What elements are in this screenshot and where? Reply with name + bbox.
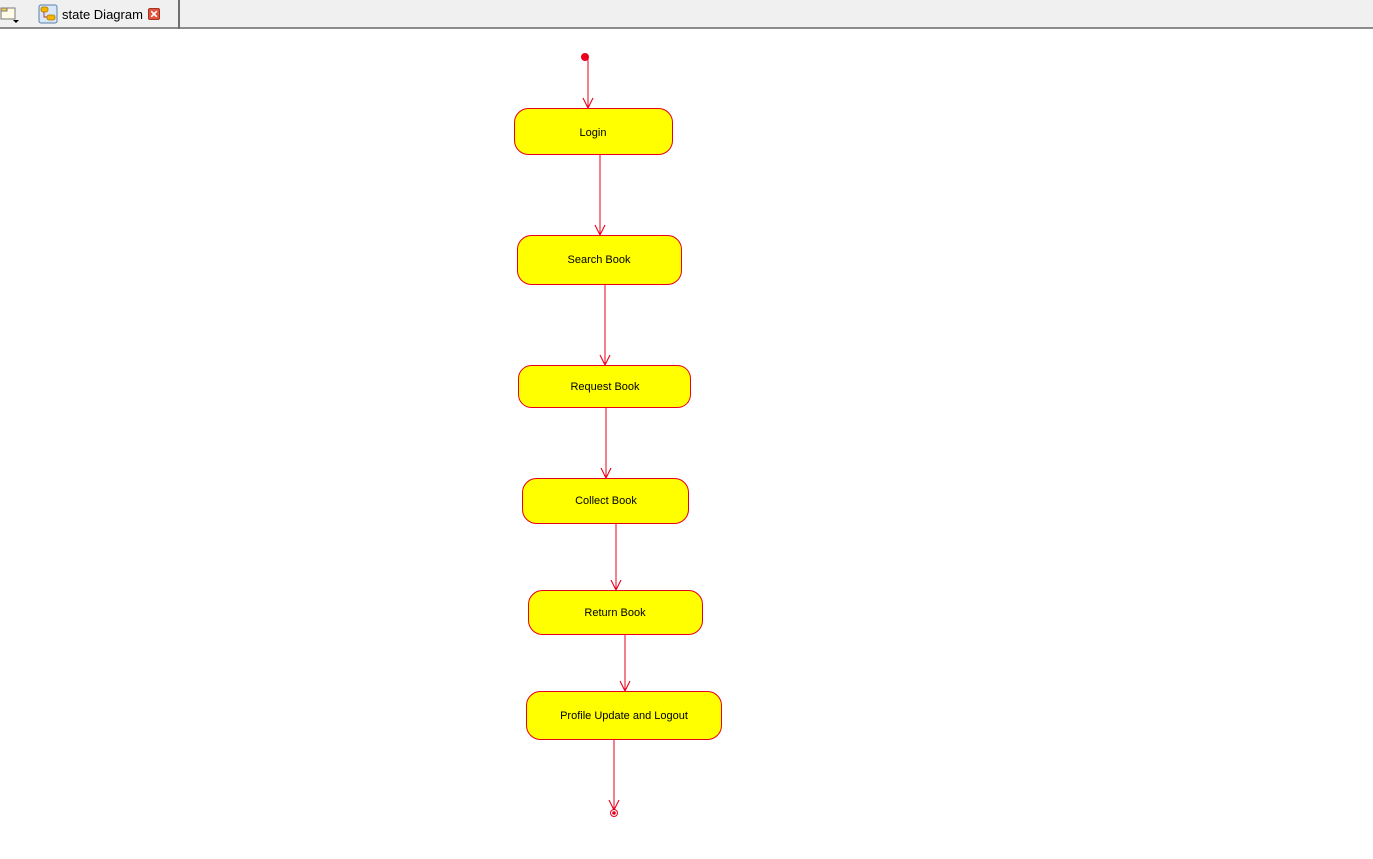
state-request-book[interactable]: Request Book — [518, 365, 691, 408]
state-profile-update-logout[interactable]: Profile Update and Logout — [526, 691, 722, 740]
state-return-book[interactable]: Return Book — [528, 590, 703, 635]
state-label: Request Book — [570, 381, 640, 393]
state-diagram-icon — [38, 4, 58, 24]
tab-bar: state Diagram — [0, 0, 1373, 29]
state-diagram: Login Search Book Request Book Collect B… — [514, 53, 722, 817]
final-state[interactable] — [610, 809, 618, 817]
close-icon[interactable] — [148, 8, 160, 20]
state-label: Search Book — [568, 254, 631, 266]
state-label: Login — [580, 127, 607, 139]
state-label: Return Book — [584, 607, 646, 619]
initial-state[interactable] — [581, 53, 589, 61]
state-search-book[interactable]: Search Book — [517, 235, 682, 285]
state-login[interactable]: Login — [514, 108, 673, 155]
state-label: Profile Update and Logout — [560, 710, 688, 722]
diagram-menu-icon — [0, 7, 19, 23]
diagram-canvas: Login Search Book Request Book Collect B… — [0, 31, 1373, 854]
state-collect-book[interactable]: Collect Book — [522, 478, 689, 524]
diagram-menu-button[interactable] — [0, 4, 22, 24]
tab-state-diagram[interactable]: state Diagram — [26, 0, 180, 29]
state-label: Collect Book — [575, 495, 637, 507]
tab-label: state Diagram — [62, 7, 143, 22]
